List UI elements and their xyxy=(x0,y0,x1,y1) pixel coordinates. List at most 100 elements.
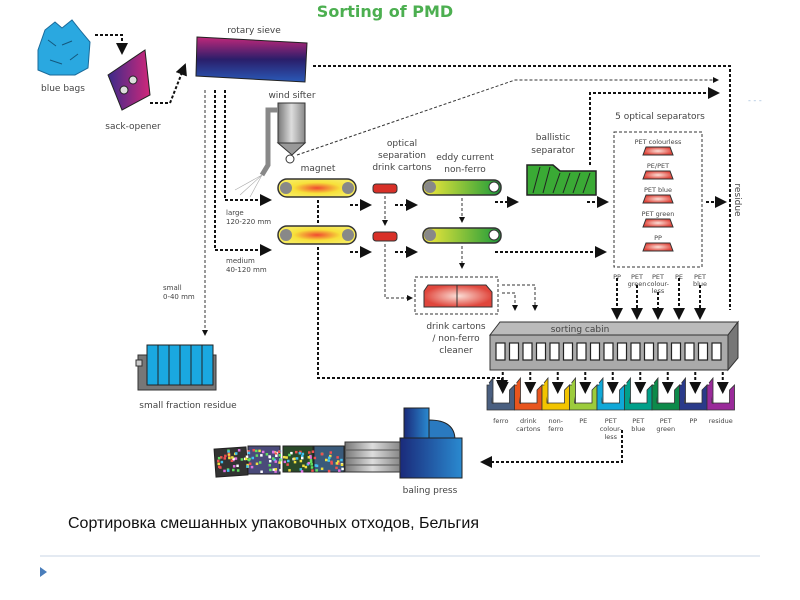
bin-label: PET xyxy=(605,417,617,425)
optical-separators-box xyxy=(613,131,703,268)
optical-separator-item-label: PET blue xyxy=(644,186,672,194)
cabin-window xyxy=(697,342,709,361)
wind-sifter-icon xyxy=(234,102,307,198)
separator-output-label: colour- xyxy=(647,280,670,288)
cabin-window xyxy=(562,342,574,361)
cabin-window xyxy=(508,342,520,361)
bin-pp: PP xyxy=(679,372,708,425)
bales xyxy=(213,445,345,478)
bin-label: less xyxy=(604,433,617,441)
magnet-label: magnet xyxy=(301,164,336,174)
eddy-current-label-2: non-ferro xyxy=(444,165,486,175)
optical-separators-label: 5 optical separators xyxy=(615,112,705,122)
bin-pe: PE xyxy=(569,372,598,425)
cabin-window xyxy=(684,342,695,361)
sorting-cabin-icon xyxy=(488,320,740,372)
cabin-window xyxy=(616,342,628,361)
separator-output-label: PP xyxy=(613,273,621,281)
bin-label: non- xyxy=(548,417,563,425)
rotary-sieve-icon xyxy=(195,36,308,83)
bullet-triangle-icon xyxy=(40,567,47,577)
bin-label: PP xyxy=(689,417,697,425)
slide-caption: Сортировка смешанных упаковочных отходов… xyxy=(68,515,479,532)
bin-label: residue xyxy=(709,417,733,425)
optical-separator-item-label: PET green xyxy=(642,210,675,218)
cabin-window xyxy=(549,342,560,361)
bin-non--ferro: non-ferro xyxy=(541,372,570,433)
optical-separator-drink-cartons-2 xyxy=(372,231,398,242)
cleaner-label-2: / non-ferro xyxy=(432,334,480,344)
small-fraction-label-1: small xyxy=(163,284,182,292)
magnet-conveyor-2 xyxy=(277,225,357,245)
optical-separator-item-label: PET colourless xyxy=(635,138,682,146)
medium-fraction-label-2: 40-120 mm xyxy=(226,266,267,274)
separator-output-label: PE xyxy=(675,273,683,281)
bin-label: ferro xyxy=(548,425,563,433)
bin-label: blue xyxy=(631,425,645,433)
residue-vertical-label: residue xyxy=(732,183,742,217)
bin-label: cartons xyxy=(516,425,541,433)
separator-output-label: PET xyxy=(631,273,643,281)
bin-ferro: ferro xyxy=(486,372,515,425)
medium-fraction-label-1: medium xyxy=(226,257,255,265)
separator-output-label: less xyxy=(652,287,665,295)
cabin-window xyxy=(670,342,682,361)
optical-separator-item-label: PE/PET xyxy=(647,162,669,170)
ballistic-separator-label-2: separator xyxy=(531,146,575,156)
separator-output-label: PET xyxy=(652,273,664,281)
large-fraction-label-1: large xyxy=(226,209,244,217)
cabin-window xyxy=(603,342,614,361)
bin-label: green xyxy=(656,425,675,433)
baling-press-icon xyxy=(344,407,463,479)
magnet-conveyor-1 xyxy=(277,178,357,198)
large-fraction-label-2: 120-220 mm xyxy=(226,218,271,226)
wind-sifter-label: wind sifter xyxy=(268,91,315,101)
cleaner-label-1: drink cartons xyxy=(426,322,486,332)
optical-separation-label-3: drink cartons xyxy=(372,163,432,173)
sack-opener-icon xyxy=(107,49,151,111)
cabin-window xyxy=(643,342,655,361)
cabin-window xyxy=(576,342,587,361)
small-fraction-residue-label: small fraction residue xyxy=(139,401,237,411)
optical-separation-label-2: separation xyxy=(378,151,426,161)
blue-bags-icon xyxy=(37,19,91,76)
bin-residue: residue xyxy=(706,372,735,425)
cabin-window xyxy=(535,342,547,361)
bin-label: PET xyxy=(632,417,644,425)
optical-separator-unit xyxy=(642,194,674,204)
optical-separator-unit xyxy=(642,218,674,228)
sack-opener-label: sack-opener xyxy=(105,122,161,132)
bin-label: drink xyxy=(520,417,537,425)
optical-separator-unit xyxy=(642,242,674,252)
cabin-window xyxy=(630,342,641,361)
cabin-window xyxy=(495,342,506,361)
cabin-window xyxy=(522,342,533,361)
eddy-current-label-1: eddy current xyxy=(436,153,494,163)
baling-press-label: baling press xyxy=(403,486,458,496)
drink-cartons-cleaner-icon xyxy=(423,284,493,308)
separator-output-label: PET xyxy=(694,273,706,281)
small-fraction-residue-container xyxy=(135,344,217,391)
cabin-window xyxy=(589,342,601,361)
small-fraction-label-2: 0-40 mm xyxy=(163,293,195,301)
eddy-current-conveyor-2 xyxy=(422,227,502,244)
eddy-current-conveyor-1 xyxy=(422,179,502,196)
optical-separator-unit xyxy=(642,146,674,156)
blue-bags-label: blue bags xyxy=(41,84,85,94)
separator-output-label: green xyxy=(628,280,647,288)
sorting-cabin-label: sorting cabin xyxy=(551,325,610,335)
optical-separator-drink-cartons-1 xyxy=(372,183,398,194)
bin-label: PE xyxy=(579,417,587,425)
optical-separator-item-label: PP xyxy=(654,234,662,242)
cabin-window xyxy=(711,342,722,361)
ballistic-separator-icon xyxy=(526,164,597,196)
corner-mark: - - - xyxy=(748,96,762,105)
optical-separation-label-1: optical xyxy=(387,139,417,149)
optical-separator-unit xyxy=(642,170,674,180)
diagram-title: Sorting of PMD xyxy=(317,2,453,21)
